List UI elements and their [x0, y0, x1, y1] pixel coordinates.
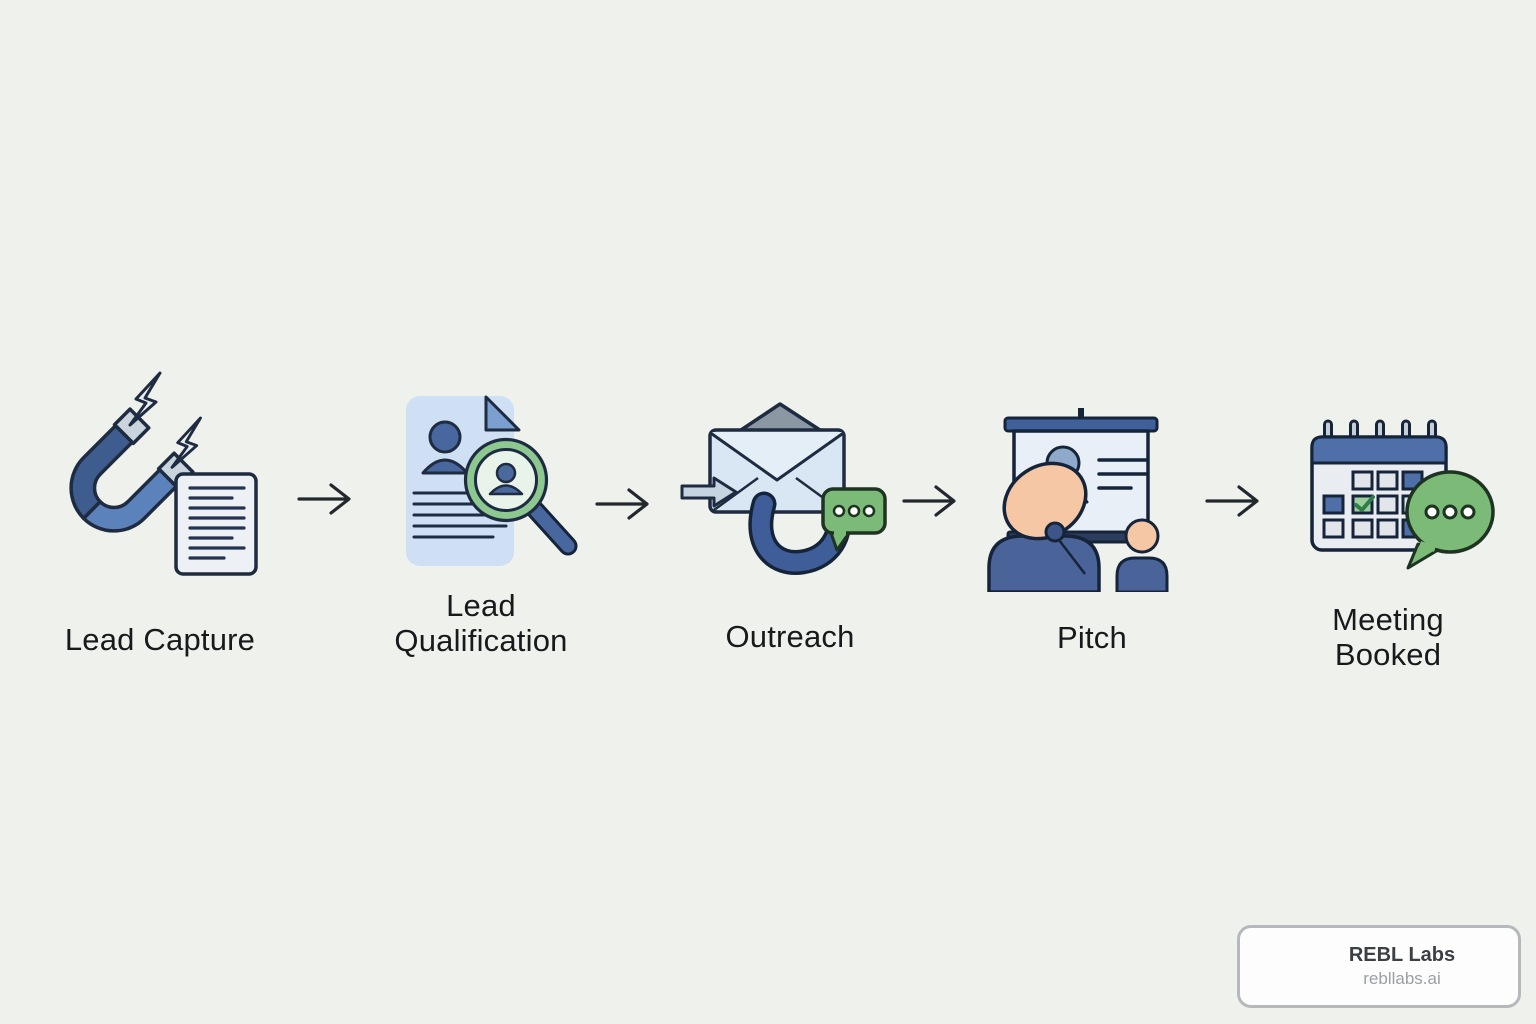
presenter-icon [987, 461, 1101, 594]
flow-arrow-icon [594, 482, 656, 531]
stage-lead-capture-icon [42, 368, 262, 588]
stage-meeting-booked-icon [1308, 418, 1498, 599]
magnet-icon [69, 407, 195, 533]
meeting-booked-illustration [1310, 419, 1495, 570]
brand-domain: rebllabs.ai [1363, 969, 1441, 989]
stage-label-pitch: Pitch [1057, 620, 1127, 655]
stage-pitch-icon [981, 406, 1181, 597]
audience-icon [1115, 518, 1169, 594]
document-icon [174, 472, 258, 576]
checkmark-icon [1354, 495, 1375, 512]
flow-arrow-icon [296, 477, 358, 526]
outreach-illustration [680, 402, 887, 575]
inbound-arrow-icon [680, 476, 738, 508]
chat-dots-icon [1405, 470, 1495, 570]
stage-label-meeting-booked: Meeting Booked [1332, 602, 1444, 672]
stage-label-lead-capture: Lead Capture [64, 622, 256, 657]
flow-arrow-icon [901, 479, 963, 528]
stage-lead-qualification-icon [398, 391, 593, 601]
profile-document-icon [406, 395, 521, 566]
stage-label-outreach: Outreach [725, 619, 855, 654]
lightning-icon [128, 371, 162, 427]
brand-name: REBL Labs [1348, 944, 1456, 967]
chat-dots-icon [821, 487, 887, 552]
brand-badge: REBL Labs rebllabs.ai [1237, 925, 1521, 1008]
flow-arrow-icon [1204, 479, 1266, 528]
stage-outreach-icon [678, 398, 890, 595]
stage-label-lead-qualification: Lead Qualification [394, 588, 568, 658]
magnifier-person-icon [463, 437, 578, 556]
pitch-illustration [987, 408, 1169, 594]
lightning-icon [170, 416, 202, 469]
lead-qualification-illustration [406, 395, 578, 566]
lead-capture-illustration [69, 371, 258, 576]
envelope-icon [708, 402, 846, 514]
